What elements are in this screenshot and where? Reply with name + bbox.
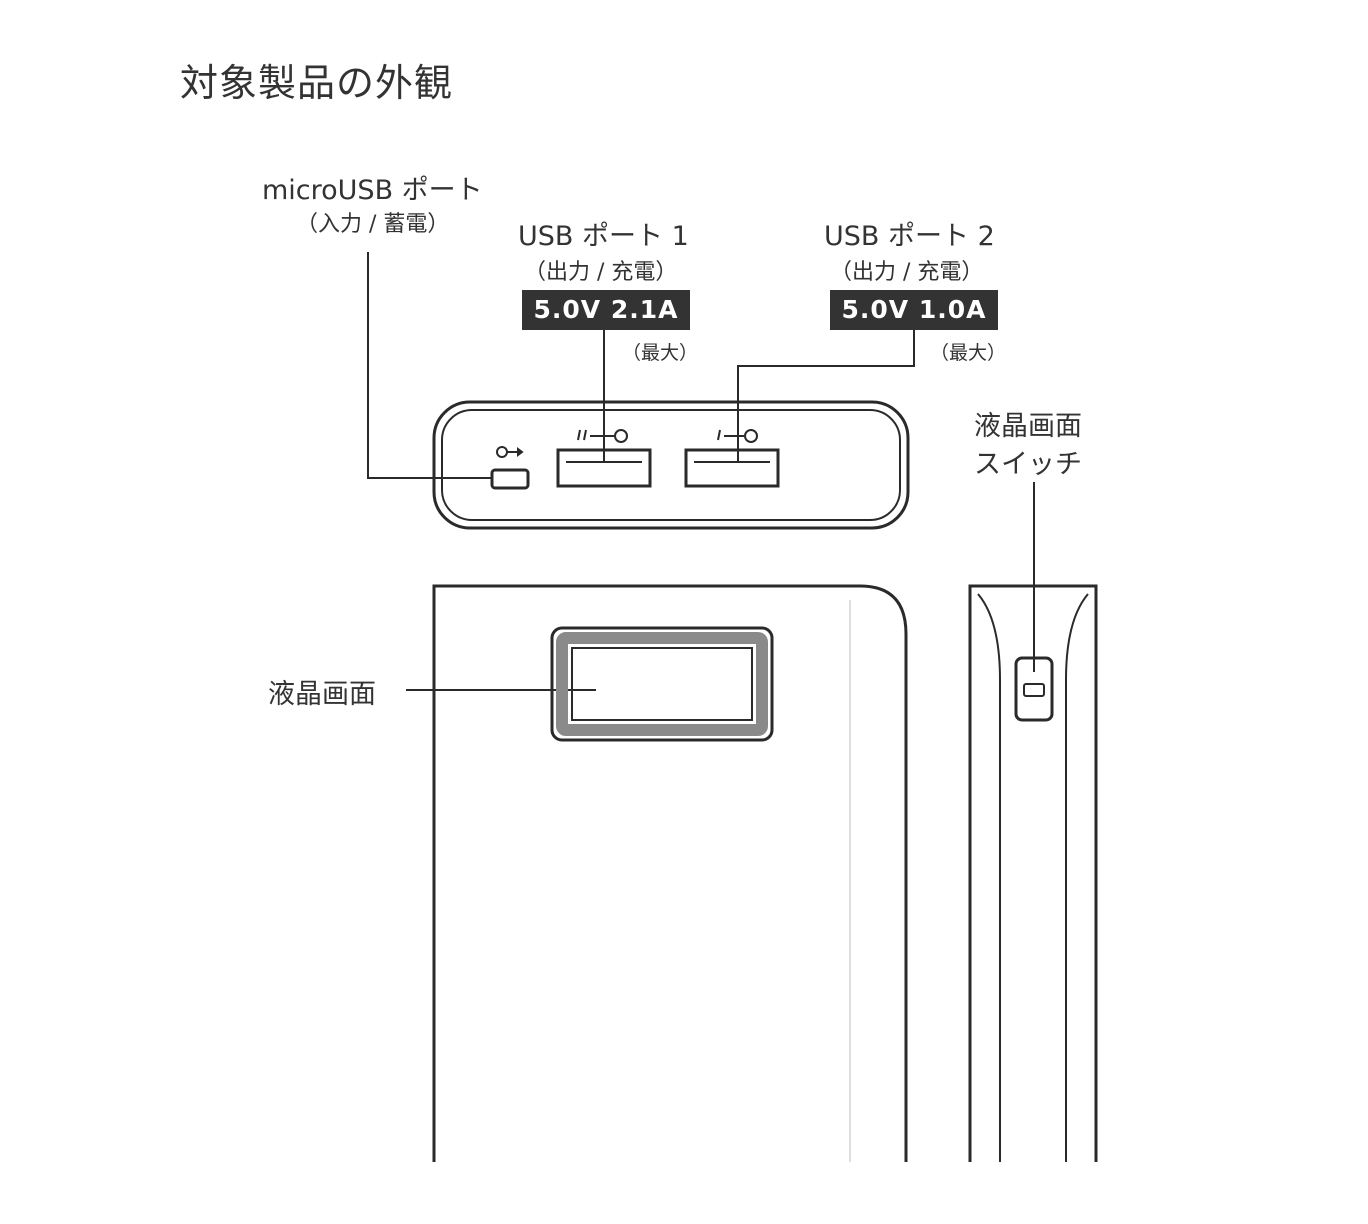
usb-port-2 — [684, 448, 780, 488]
device-front-body-outline — [432, 584, 908, 1162]
usb-port-2-spec-badge: 5.0V 1.0A — [830, 290, 998, 330]
micro-usb-port-label: microUSB ポート — [262, 175, 483, 206]
lcd-switch-label-line-2: スイッチ — [974, 449, 1082, 480]
lcd-screen-frame — [550, 626, 774, 742]
usb-port-1-label: USB ポート 1 — [518, 221, 689, 252]
device-top-end-outline — [432, 400, 910, 530]
lcd-screen-bezel — [556, 632, 768, 736]
micro-usb-symbol-icon — [496, 446, 524, 458]
usb-port-1-note: （出力 / 充電） — [524, 260, 678, 285]
usb-port-2-label: USB ポート 2 — [824, 221, 995, 252]
usb-output-symbol-icon — [717, 429, 758, 443]
usb-port-2-max-note: （最大） — [930, 342, 1007, 364]
usb-port-2-leader-line — [737, 330, 915, 462]
usb-output-symbol-icon — [577, 429, 628, 443]
lcd-screen-label: 液晶画面 — [268, 679, 376, 710]
device-top-end-inner-outline — [441, 409, 901, 521]
device-side-body-outline — [968, 584, 1098, 1162]
usb-port-1-spec-badge: 5.0V 2.1A — [522, 290, 690, 330]
usb-port-1-max-note: （最大） — [622, 342, 699, 364]
micro-usb-port-note: （入力 / 蓄電） — [296, 212, 450, 237]
lcd-switch-label-line-1: 液晶画面 — [974, 411, 1082, 442]
micro-usb-leader-line — [367, 252, 492, 479]
lcd-switch-button — [1014, 656, 1054, 722]
usb-port-2-note: （出力 / 充電） — [830, 260, 984, 285]
page-title: 対象製品の外観 — [180, 61, 454, 105]
micro-usb-port — [490, 468, 530, 490]
